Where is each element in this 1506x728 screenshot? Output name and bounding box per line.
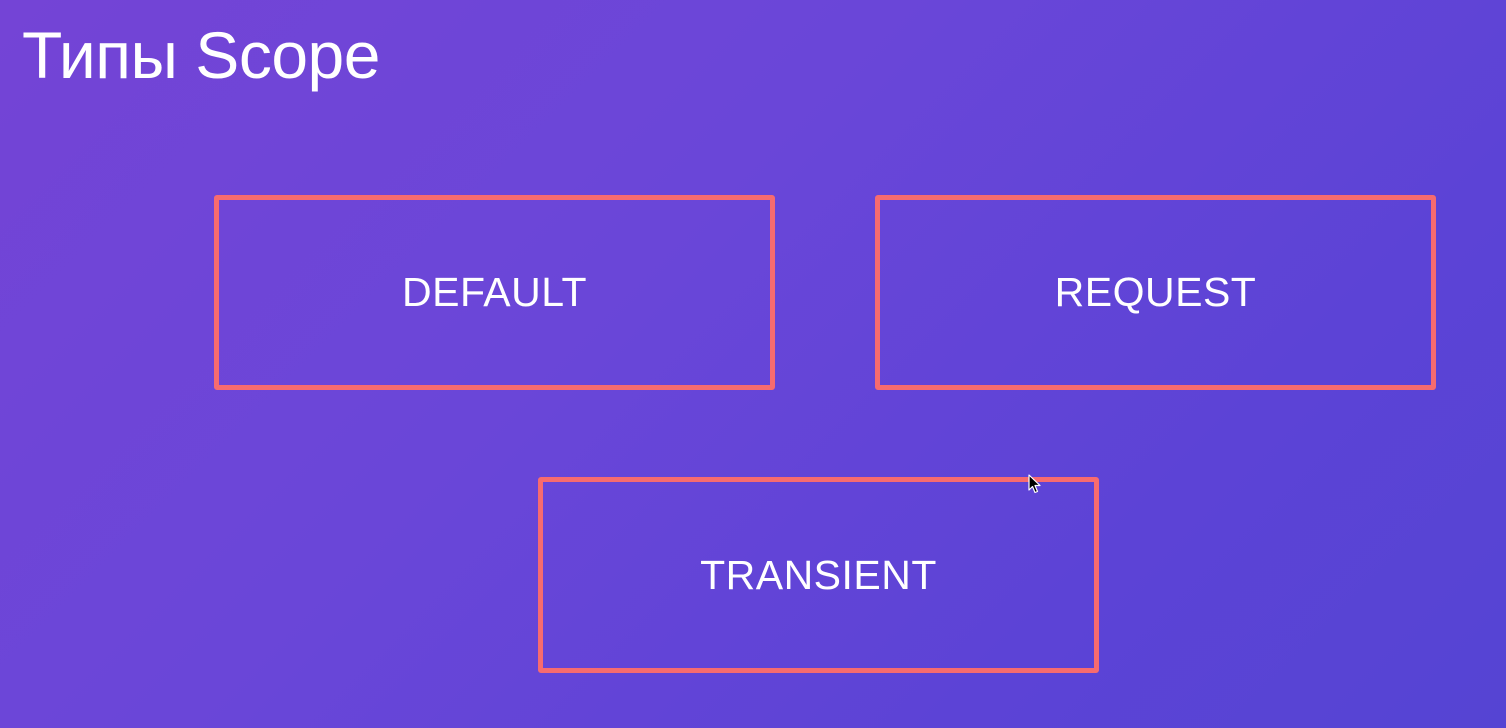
scope-label-default: DEFAULT	[402, 269, 587, 315]
scope-box-transient: TRANSIENT	[538, 477, 1099, 673]
scope-box-default: DEFAULT	[214, 195, 775, 390]
mouse-pointer-icon	[1028, 474, 1041, 494]
scope-label-transient: TRANSIENT	[700, 551, 937, 598]
scope-box-request: REQUEST	[875, 195, 1436, 390]
slide-title: Типы Scope	[22, 18, 380, 92]
scope-label-request: REQUEST	[1054, 269, 1257, 315]
